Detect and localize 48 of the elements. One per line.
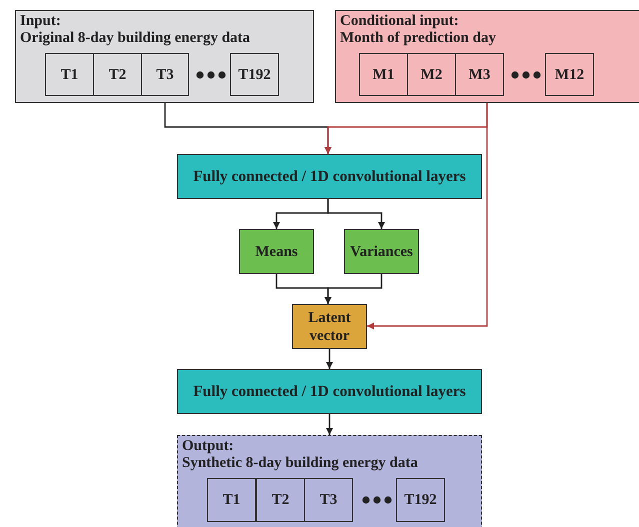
node-label: T1 [60, 66, 80, 84]
node-label: T3 [155, 66, 175, 84]
sequence-cell [304, 478, 353, 522]
arrow [326, 349, 333, 369]
node-label: Variances [349, 242, 414, 260]
process-box [239, 229, 314, 274]
node-label: Fully connected / 1D convolutional layers [192, 382, 467, 400]
arrow [327, 199, 385, 229]
sequence-cell [93, 53, 142, 96]
node-label: T2 [270, 491, 290, 509]
panel-subtitle: Synthetic 8-day building energy data [182, 455, 418, 472]
node-label: M12 [554, 66, 586, 84]
node-label: Means [254, 242, 299, 260]
sequence-cell [407, 53, 456, 96]
process-box [344, 229, 419, 274]
sequence-cell [455, 53, 504, 96]
node-label: Latent vector [307, 308, 352, 344]
sequence-cell [396, 478, 445, 522]
layer-box [177, 369, 482, 414]
node-label: T192 [403, 491, 438, 509]
node-label: M1 [372, 66, 396, 84]
sequence-cell [230, 53, 279, 96]
arrow [324, 274, 382, 304]
panel-heading: Output: [182, 438, 234, 455]
node-label: T3 [318, 491, 338, 509]
sequence-cell [256, 478, 305, 522]
node-label: T2 [108, 66, 128, 84]
arrow [326, 414, 333, 435]
node-label: M3 [468, 66, 492, 84]
sequence-cell [359, 53, 408, 96]
sequence-cell [45, 53, 94, 96]
panel [177, 435, 482, 527]
node-label: M2 [420, 66, 444, 84]
panel-subtitle: Original 8-day building energy data [20, 30, 250, 47]
node-label: Fully connected / 1D convolutional layers [192, 168, 467, 186]
node-label: T192 [237, 66, 272, 84]
sequence-cell [141, 53, 189, 96]
sequence-cell [545, 53, 594, 96]
panel-subtitle: Month of prediction day [340, 30, 496, 47]
panel-heading: Conditional input: [340, 13, 459, 30]
panel-heading: Input: [20, 13, 61, 30]
arrow [367, 103, 488, 330]
sequence-cell [207, 478, 256, 522]
process-box [292, 304, 367, 349]
panel [15, 10, 314, 103]
layer-box [177, 154, 482, 199]
node-label: T1 [222, 491, 242, 509]
panel [335, 10, 639, 103]
